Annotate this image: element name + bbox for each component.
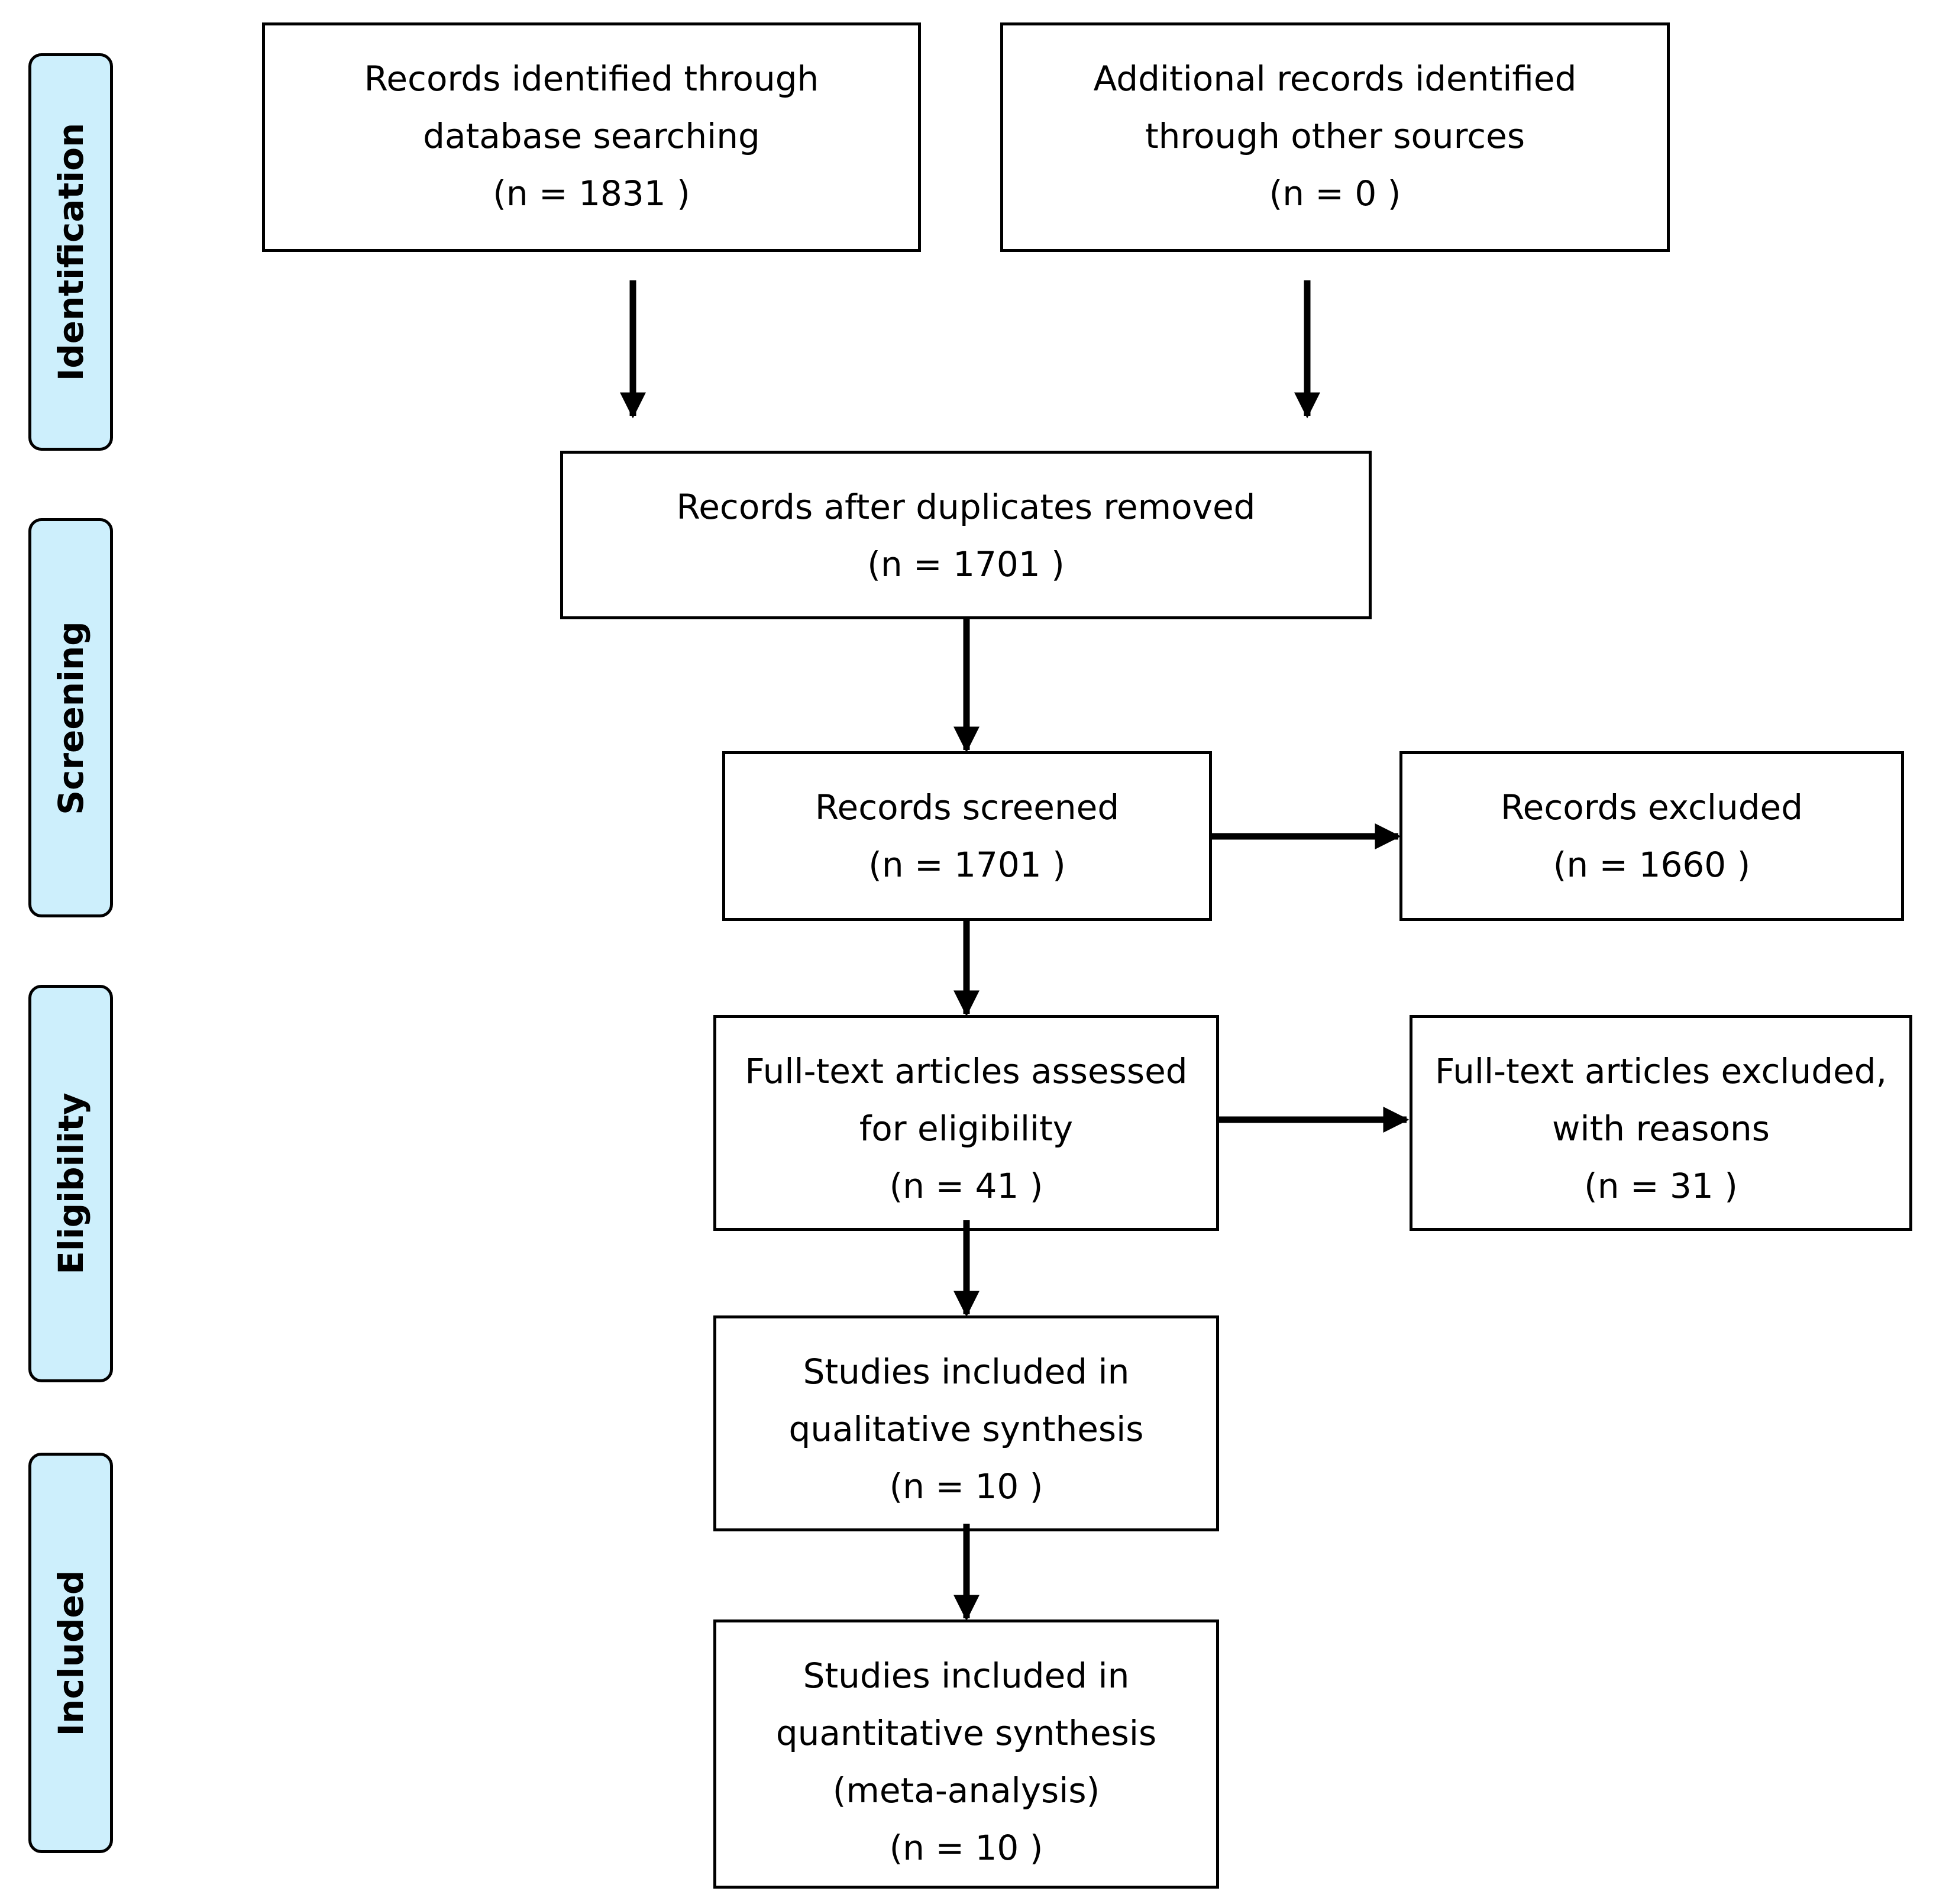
qualitative-line-2: qualitative synthesis — [788, 1409, 1144, 1449]
database-records-box: Records identified through database sear… — [262, 22, 921, 252]
phase-eligibility: Eligibility — [28, 985, 113, 1382]
fulltext-assessed-box: Full-text articles assessed for eligibil… — [713, 1015, 1219, 1231]
qualitative-count: (n = 10 ) — [889, 1466, 1043, 1507]
quantitative-line-3: (meta-analysis) — [832, 1770, 1100, 1811]
after-duplicates-count: (n = 1701 ) — [867, 544, 1065, 584]
phase-included: Included — [28, 1453, 113, 1853]
excluded-box: Records excluded (n = 1660 ) — [1399, 751, 1904, 921]
screened-count: (n = 1701 ) — [868, 845, 1066, 885]
other-records-count: (n = 0 ) — [1269, 173, 1401, 214]
fulltext-assessed-count: (n = 41 ) — [889, 1166, 1043, 1206]
phase-screening: Screening — [28, 518, 113, 917]
phase-identification: Identification — [28, 53, 113, 451]
database-records-count: (n = 1831 ) — [493, 173, 690, 214]
other-records-line-2: through other sources — [1145, 116, 1525, 156]
other-records-box: Additional records identified through ot… — [1000, 22, 1670, 252]
fulltext-assessed-line-1: Full-text articles assessed — [745, 1051, 1188, 1091]
fulltext-excluded-count: (n = 31 ) — [1584, 1166, 1738, 1206]
fulltext-assessed-line-2: for eligibility — [859, 1108, 1074, 1149]
quantitative-line-2: quantitative synthesis — [775, 1713, 1157, 1753]
fulltext-excluded-line-1: Full-text articles excluded, — [1434, 1051, 1887, 1091]
after-duplicates-line-1: Records after duplicates removed — [676, 487, 1256, 527]
quantitative-count: (n = 10 ) — [889, 1828, 1043, 1868]
excluded-line-1: Records excluded — [1500, 787, 1803, 827]
after-duplicates-box: Records after duplicates removed (n = 17… — [560, 451, 1372, 619]
screened-line-1: Records screened — [814, 787, 1120, 827]
quantitative-synthesis-box: Studies included in quantitative synthes… — [713, 1619, 1219, 1889]
other-records-line-1: Additional records identified — [1093, 59, 1577, 99]
qualitative-line-1: Studies included in — [803, 1352, 1130, 1392]
fulltext-excluded-box: Full-text articles excluded, with reason… — [1410, 1015, 1912, 1231]
database-records-line-2: database searching — [423, 116, 760, 156]
qualitative-synthesis-box: Studies included in qualitative synthesi… — [713, 1315, 1219, 1531]
fulltext-excluded-line-2: with reasons — [1552, 1108, 1770, 1149]
database-records-line-1: Records identified through — [364, 59, 819, 99]
excluded-count: (n = 1660 ) — [1553, 845, 1751, 885]
screened-box: Records screened (n = 1701 ) — [722, 751, 1212, 921]
quantitative-line-1: Studies included in — [803, 1656, 1130, 1696]
